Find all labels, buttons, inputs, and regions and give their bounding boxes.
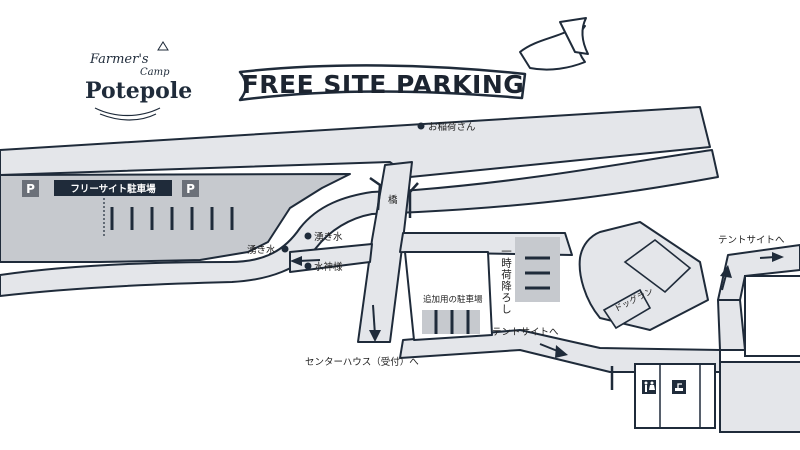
parking-badge-left bbox=[22, 180, 39, 197]
temporary-unloading-label: 一時荷降ろし bbox=[500, 246, 512, 315]
logo-mountain-icon bbox=[157, 41, 169, 51]
free-site-parking-header bbox=[54, 180, 172, 196]
parking-badge-right bbox=[182, 180, 199, 197]
vertical-road bbox=[357, 161, 413, 343]
title-banner-text: FREE SITE PARKING bbox=[242, 70, 525, 99]
arrow-to-center-house bbox=[369, 304, 381, 342]
parking-badge-right-label: P bbox=[186, 182, 195, 196]
logo-line2: Camp bbox=[140, 67, 170, 78]
arrow-to-tent-site-1 bbox=[539, 343, 568, 358]
to-tent-site-2-label: テントサイトへ bbox=[718, 235, 785, 246]
water-god-marker bbox=[304, 262, 312, 270]
sink-icon bbox=[672, 380, 686, 394]
restroom-icon bbox=[642, 380, 656, 394]
inari-label: お稲荷さん bbox=[428, 121, 476, 133]
arrow-to-springs bbox=[290, 256, 321, 266]
spring-water-1-marker bbox=[304, 232, 312, 240]
logo-line3: Potepole bbox=[85, 78, 192, 104]
right-edge-block bbox=[744, 275, 800, 357]
arrow-up-right-road bbox=[720, 265, 732, 291]
bridge-label: 橋 bbox=[388, 194, 398, 206]
arrow-to-tent-site-2 bbox=[759, 252, 784, 262]
dog-run-inner bbox=[623, 238, 692, 294]
lower-curved-path bbox=[0, 149, 719, 297]
dog-run-box bbox=[602, 288, 652, 330]
right-lower-road bbox=[717, 299, 746, 351]
parking-badge-left-label: P bbox=[26, 182, 35, 196]
logo-line1: Farmer's bbox=[89, 52, 149, 67]
extra-parking-label: 追加用の駐車場 bbox=[423, 294, 483, 305]
spring-water-1-label: 湧き水 bbox=[314, 231, 343, 243]
bridge-marks bbox=[369, 176, 419, 218]
logo: Farmer's Camp Potepole bbox=[85, 41, 192, 121]
restroom-building bbox=[634, 363, 716, 429]
water-god-label: 水神様 bbox=[314, 261, 343, 273]
right-bottom-block bbox=[719, 361, 800, 433]
to-tent-site-1-label: テントサイトへ bbox=[492, 327, 559, 338]
to-center-house-label: センターハウス（受付）へ bbox=[305, 356, 419, 368]
free-site-parking-stalls bbox=[103, 198, 234, 237]
unloading-lines bbox=[525, 256, 550, 290]
extra-parking-stalls bbox=[422, 310, 480, 334]
inari-marker bbox=[417, 122, 425, 130]
free-site-parking-label: フリーサイト駐車場 bbox=[70, 183, 156, 195]
spring-water-2-label: 湧き水 bbox=[247, 244, 276, 256]
spring-water-2-marker bbox=[281, 245, 289, 253]
title-ribbon bbox=[238, 17, 589, 102]
temporary-unloading-area bbox=[515, 237, 560, 302]
